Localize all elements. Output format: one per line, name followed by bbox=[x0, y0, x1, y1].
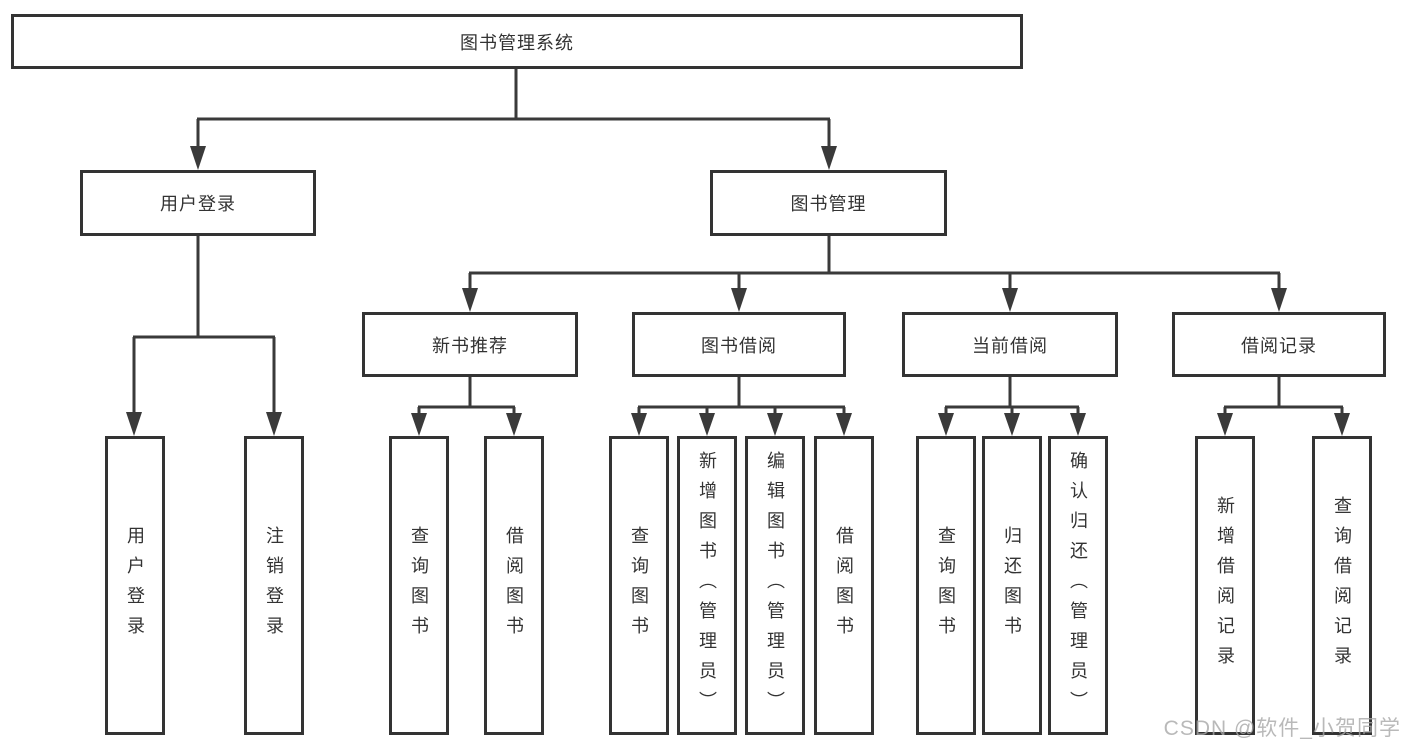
node-label: 图书管理 bbox=[790, 194, 867, 214]
node-label: 编辑图书（管理员） bbox=[765, 450, 785, 721]
node-label: 借阅记录 bbox=[1241, 335, 1317, 356]
node-label: 查询图书 bbox=[936, 525, 956, 646]
node-borrow-books-borrowing: 借阅图书 bbox=[814, 436, 874, 735]
node-user-login-leaf: 用户登录 bbox=[105, 436, 165, 735]
node-label: 新书推荐 bbox=[432, 335, 508, 356]
node-book-borrowing: 图书借阅 bbox=[632, 312, 846, 377]
node-book-management: 图书管理 bbox=[710, 170, 947, 236]
node-query-books-current: 查询图书 bbox=[916, 436, 976, 735]
node-new-book-recommendation: 新书推荐 bbox=[362, 312, 578, 377]
node-query-books-recommend: 查询图书 bbox=[389, 436, 449, 735]
node-borrowing-records: 借阅记录 bbox=[1172, 312, 1386, 377]
node-return-books: 归还图书 bbox=[982, 436, 1042, 735]
node-label: 用户登录 bbox=[125, 525, 145, 646]
node-user-login: 用户登录 bbox=[80, 170, 316, 236]
node-confirm-return-admin: 确认归还（管理员） bbox=[1048, 436, 1108, 735]
node-label: 图书借阅 bbox=[701, 335, 777, 356]
node-label: 查询借阅记录 bbox=[1332, 495, 1352, 676]
node-label: 新增借阅记录 bbox=[1215, 495, 1235, 676]
node-add-book-admin: 新增图书（管理员） bbox=[677, 436, 737, 735]
node-logout: 注销登录 bbox=[244, 436, 304, 735]
node-label: 图书管理系统 bbox=[460, 32, 574, 53]
node-label: 新增图书（管理员） bbox=[697, 450, 717, 721]
node-label: 借阅图书 bbox=[834, 525, 854, 646]
node-edit-book-admin: 编辑图书（管理员） bbox=[745, 436, 805, 735]
node-library-management-system: 图书管理系统 bbox=[11, 14, 1023, 69]
node-label: 用户登录 bbox=[160, 194, 236, 214]
node-label: 确认归还（管理员） bbox=[1068, 450, 1088, 721]
node-current-borrowing: 当前借阅 bbox=[902, 312, 1118, 377]
node-label: 查询图书 bbox=[409, 525, 429, 646]
node-query-borrow-record: 查询借阅记录 bbox=[1312, 436, 1372, 735]
node-label: 借阅图书 bbox=[504, 525, 524, 646]
node-label: 当前借阅 bbox=[972, 335, 1048, 356]
node-label: 查询图书 bbox=[629, 525, 649, 646]
node-query-books-borrowing: 查询图书 bbox=[609, 436, 669, 735]
node-add-borrow-record: 新增借阅记录 bbox=[1195, 436, 1255, 735]
node-label: 归还图书 bbox=[1002, 525, 1022, 646]
node-borrow-books-recommend: 借阅图书 bbox=[484, 436, 544, 735]
node-label: 注销登录 bbox=[264, 525, 284, 646]
